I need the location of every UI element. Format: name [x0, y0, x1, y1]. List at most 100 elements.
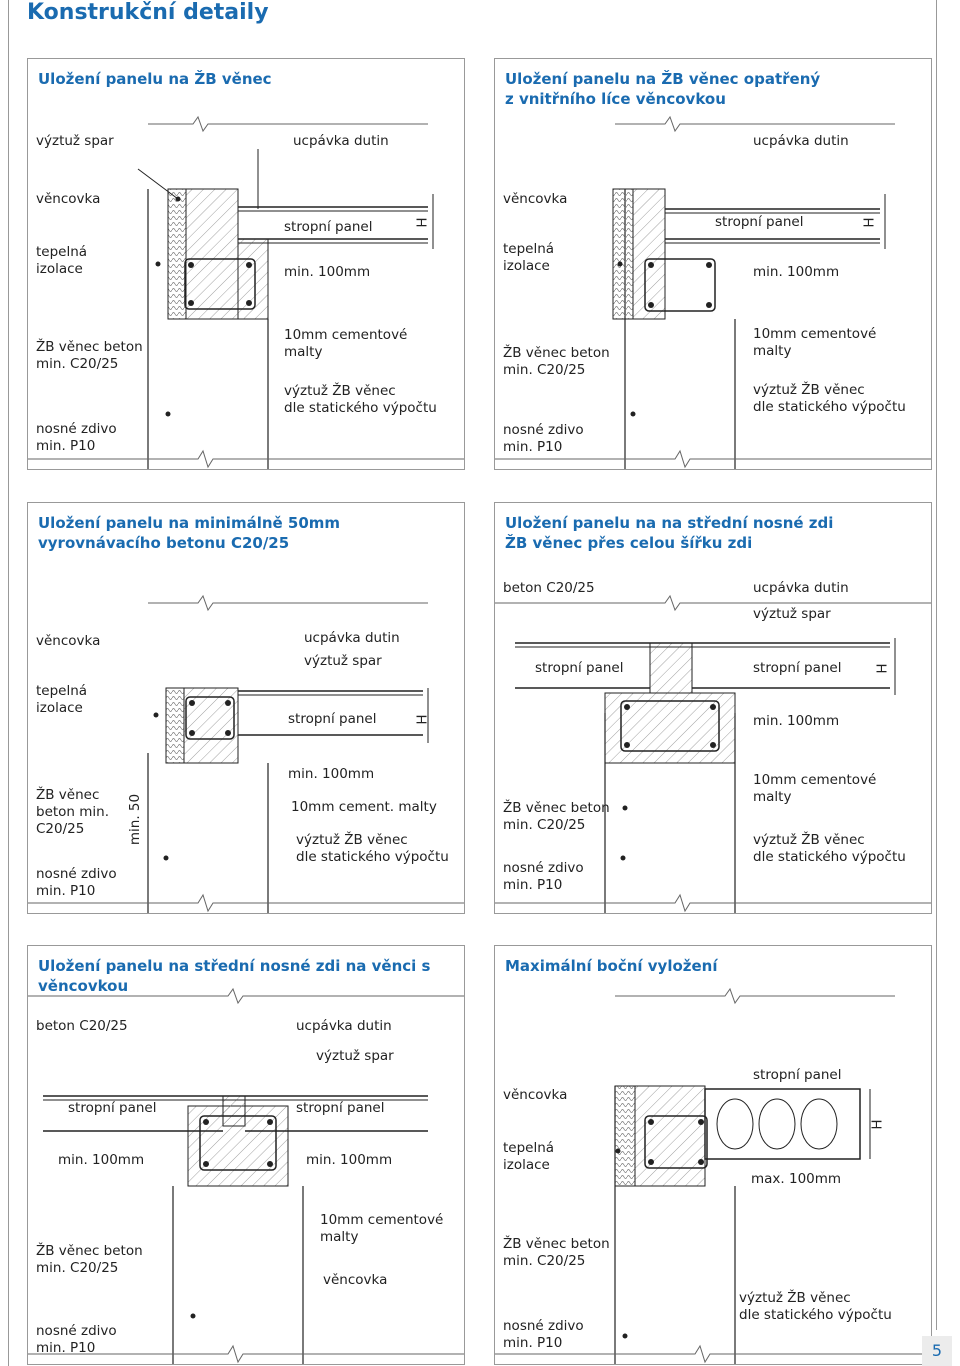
panel-4-header-line1: Uložení panelu na na střední nosné zdi — [505, 514, 834, 532]
label-vencovka: věncovka — [503, 191, 568, 207]
label-tepelna: tepelná — [36, 244, 88, 260]
label-beton-c20-25: beton C20/25 — [503, 580, 595, 596]
label-ucpavka-dutin: ucpávka dutin — [753, 133, 849, 149]
label-tepelna: tepelná — [503, 241, 555, 257]
label-zb-venec-beton: ŽB věnec beton — [503, 800, 610, 816]
label-stropni-panel-left: stropní panel — [68, 1100, 157, 1116]
detail-panel-6: Maximální boční vyložení stropní panel v… — [494, 945, 932, 1365]
label-min-p10: min. P10 — [36, 1340, 96, 1356]
label-max-100mm: max. 100mm — [751, 1171, 842, 1187]
label-vencovka: věncovka — [36, 191, 101, 207]
panel-1-header-line1: Uložení panelu na ŽB věnec — [38, 70, 272, 88]
label-malty: malty — [284, 344, 323, 360]
label-malty: malty — [320, 1229, 359, 1245]
label-tepelna: tepelná — [36, 683, 88, 699]
label-malty: malty — [753, 343, 792, 359]
label-ucpavka-dutin: ucpávka dutin — [304, 630, 400, 646]
label-stropni-panel: stropní panel — [753, 1067, 842, 1083]
label-stropni-panel-right: stropní panel — [296, 1100, 385, 1116]
panel-2-header-line1: Uložení panelu na ŽB věnec opatřený — [505, 70, 821, 88]
label-stropni-panel: stropní panel — [715, 214, 804, 230]
label-10mm-cementove: 10mm cementové — [284, 327, 408, 343]
label-nosne-zdivo: nosné zdivo — [36, 866, 117, 882]
detail-panel-5: Uložení panelu na střední nosné zdi na v… — [27, 945, 465, 1365]
label-izolace: izolace — [36, 261, 83, 277]
label-vyztuz-spar: výztuž spar — [316, 1048, 394, 1064]
page-border-right — [936, 0, 937, 1330]
label-dle-statickeho: dle statického výpočtu — [753, 399, 906, 415]
label-malty: malty — [753, 789, 792, 805]
label-min-100mm: min. 100mm — [753, 713, 840, 729]
label-izolace: izolace — [36, 700, 83, 716]
label-dle-statickeho: dle statického výpočtu — [753, 849, 906, 865]
label-beton-min: beton min. — [36, 804, 110, 820]
label-min-100mm-right: min. 100mm — [306, 1152, 393, 1168]
label-ucpavka-dutin: ucpávka dutin — [293, 133, 389, 149]
label-stropni-panel: stropní panel — [284, 219, 373, 235]
page-title: Konstrukční detaily — [27, 0, 269, 25]
panel-2-drawing — [495, 115, 931, 469]
label-10mm-cement-malty: 10mm cement. malty — [291, 799, 437, 815]
label-nosne-zdivo: nosné zdivo — [503, 860, 584, 876]
page-number: 5 — [922, 1336, 952, 1366]
label-min-c20-25: min. C20/25 — [503, 817, 586, 833]
panel-3-header-line1: Uložení panelu na minimálně 50mm — [38, 514, 341, 532]
label-min-c20-25: min. C20/25 — [503, 1253, 586, 1269]
label-izolace: izolace — [503, 258, 550, 274]
label-dim-h: H — [414, 714, 431, 725]
panel-6-drawing — [495, 987, 931, 1364]
label-dle-statickeho: dle statického výpočtu — [296, 849, 449, 865]
label-vyztuz-spar: výztuž spar — [304, 653, 382, 669]
label-dim-h: H — [869, 1119, 886, 1130]
label-dle-statickeho: dle statického výpočtu — [739, 1307, 892, 1323]
label-min-100mm: min. 100mm — [288, 766, 375, 782]
panel-3-header-line2: vyrovnávacího betonu C20/25 — [38, 534, 290, 552]
label-dim-h: H — [861, 217, 878, 228]
panel-4-drawing — [495, 594, 931, 913]
label-beton-c20-25: beton C20/25 — [36, 1018, 128, 1034]
label-zb-venec-beton: ŽB věnec beton — [503, 345, 610, 361]
label-dim-h: H — [874, 663, 891, 674]
label-dim-h: H — [414, 217, 431, 228]
label-tepelna: tepelná — [503, 1140, 555, 1156]
label-vencovka: věncovka — [36, 633, 101, 649]
label-nosne-zdivo: nosné zdivo — [36, 421, 117, 437]
label-min-p10: min. P10 — [503, 877, 563, 893]
label-dle-statickeho: dle statického výpočtu — [284, 400, 437, 416]
label-vencovka: věncovka — [503, 1087, 568, 1103]
page-border-left — [8, 0, 9, 1366]
label-min-c20-25: min. C20/25 — [36, 356, 119, 372]
label-stropni-panel: stropní panel — [288, 711, 377, 727]
label-stropni-panel-left: stropní panel — [535, 660, 624, 676]
label-10mm-cementove: 10mm cementové — [320, 1212, 444, 1228]
detail-panel-1: Uložení panelu na ŽB věnec — [27, 58, 465, 470]
label-vencovka: věncovka — [323, 1272, 388, 1288]
label-vyztuz-zb-venec: výztuž ŽB věnec — [753, 382, 865, 398]
label-vyztuz-zb-venec: výztuž ŽB věnec — [753, 832, 865, 848]
label-vyztuz-zb-venec: výztuž ŽB věnec — [296, 832, 408, 848]
label-ucpavka-dutin: ucpávka dutin — [296, 1018, 392, 1034]
detail-panel-2: Uložení panelu na ŽB věnec opatřený z vn… — [494, 58, 932, 470]
label-min-100mm-left: min. 100mm — [58, 1152, 145, 1168]
detail-panel-4: Uložení panelu na na střední nosné zdi Ž… — [494, 502, 932, 914]
label-10mm-cementove: 10mm cementové — [753, 772, 877, 788]
label-min-p10: min. P10 — [36, 883, 96, 899]
panel-4-header-line2: ŽB věnec přes celou šířku zdi — [505, 534, 753, 552]
label-min-100mm: min. 100mm — [753, 264, 840, 280]
label-vyztuz-zb-venec: výztuž ŽB věnec — [739, 1290, 851, 1306]
label-10mm-cementove: 10mm cementové — [753, 326, 877, 342]
panel-5-drawing — [28, 987, 464, 1364]
label-nosne-zdivo: nosné zdivo — [503, 1318, 584, 1334]
label-vyztuz-zb-venec: výztuž ŽB věnec — [284, 383, 396, 399]
label-zb-venec-beton: ŽB věnec beton — [36, 1243, 143, 1259]
detail-panel-3: Uložení panelu na minimálně 50mm vyrovná… — [27, 502, 465, 914]
label-zb-venec: ŽB věnec — [36, 787, 100, 803]
label-min-p10: min. P10 — [503, 439, 563, 455]
label-stropni-panel-right: stropní panel — [753, 660, 842, 676]
panel-3-drawing — [28, 594, 464, 913]
label-zb-venec-beton: ŽB věnec beton — [503, 1236, 610, 1252]
label-min-p10: min. P10 — [503, 1335, 563, 1351]
label-c20-25: C20/25 — [36, 821, 85, 837]
label-min-p10: min. P10 — [36, 438, 96, 454]
label-ucpavka-dutin: ucpávka dutin — [753, 580, 849, 596]
